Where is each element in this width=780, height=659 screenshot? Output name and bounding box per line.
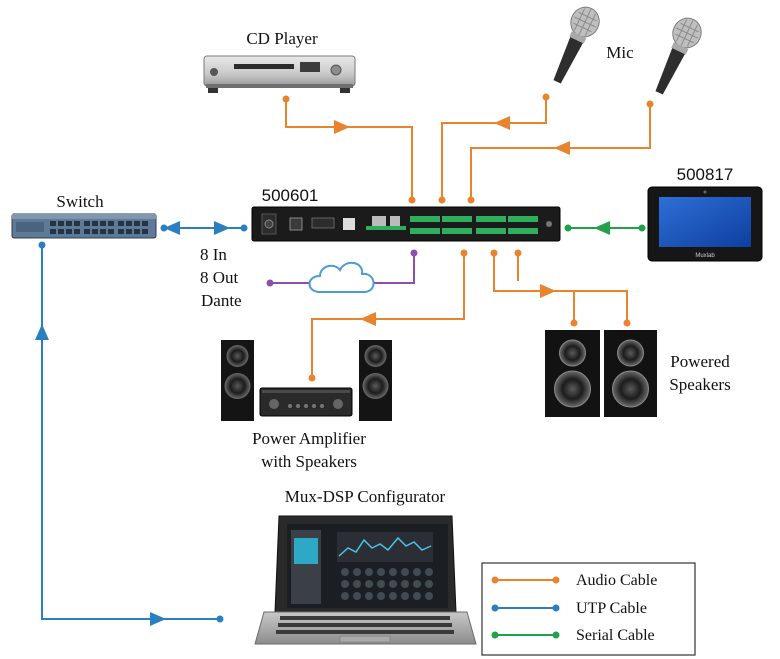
dante-in-label: 8 In: [200, 245, 227, 264]
arrow-audio-4: [360, 312, 376, 326]
touch-panel: [647, 186, 763, 262]
legend-item-serial: Serial Cable: [491, 627, 655, 644]
audio-arrows: [334, 116, 570, 326]
network-switch: [11, 213, 157, 239]
legend-item-audio: Audio Cable: [491, 572, 657, 589]
power-amplifier: [259, 387, 353, 417]
powered-speakers: [545, 330, 657, 417]
legend: Audio Cable UTP Cable Serial Cable: [481, 562, 696, 656]
legend-label-serial: Serial Cable: [576, 627, 655, 644]
powered-label-line1: Powered: [670, 352, 730, 371]
laptop-configurator: [254, 515, 477, 645]
legend-label-audio: Audio Cable: [576, 572, 657, 589]
dante-cloud-icon: [308, 261, 375, 293]
mic-icon: [553, 6, 702, 95]
dsp-label: 500601: [262, 186, 319, 205]
mic-label: Mic: [606, 43, 634, 62]
legend-label-utp: UTP Cable: [576, 600, 647, 617]
dante-link: [266, 249, 418, 293]
audio-endpoints: [282, 93, 654, 382]
amp-label-line1: Power Amplifier: [252, 429, 366, 448]
dante-out-label: 8 Out: [200, 268, 239, 287]
cable-mic2-to-dsp: [470, 104, 651, 200]
cd-player-label: CD Player: [246, 29, 318, 48]
cable-cd-to-dsp: [285, 99, 413, 200]
speaker-right: [359, 340, 392, 421]
arrow-audio-5: [540, 284, 556, 298]
speaker-left: [221, 340, 254, 421]
switch-label: Switch: [56, 192, 104, 211]
dante-label: Dante: [201, 291, 242, 310]
dsp-unit: [251, 206, 561, 242]
arrow-audio-3: [554, 141, 570, 155]
cable-dsp-to-powered: [493, 253, 628, 323]
legend-item-utp: UTP Cable: [491, 600, 647, 617]
configurator-label: Mux-DSP Configurator: [285, 487, 446, 506]
arrow-audio-1: [334, 120, 350, 134]
arrow-audio-2: [494, 116, 510, 130]
cd-player: [203, 55, 356, 93]
cable-switch-to-laptop: [41, 245, 220, 620]
amp-label-line2: with Speakers: [261, 452, 357, 471]
touch-panel-label: 500817: [677, 165, 734, 184]
amplifier-with-speakers: [221, 340, 392, 421]
touch-panel-brand: Muxlab: [695, 253, 715, 259]
powered-label-line2: Speakers: [669, 375, 730, 394]
cable-dsp-to-amp: [311, 253, 465, 378]
serial-cable: [564, 221, 646, 235]
utp-arrows: [35, 221, 248, 626]
